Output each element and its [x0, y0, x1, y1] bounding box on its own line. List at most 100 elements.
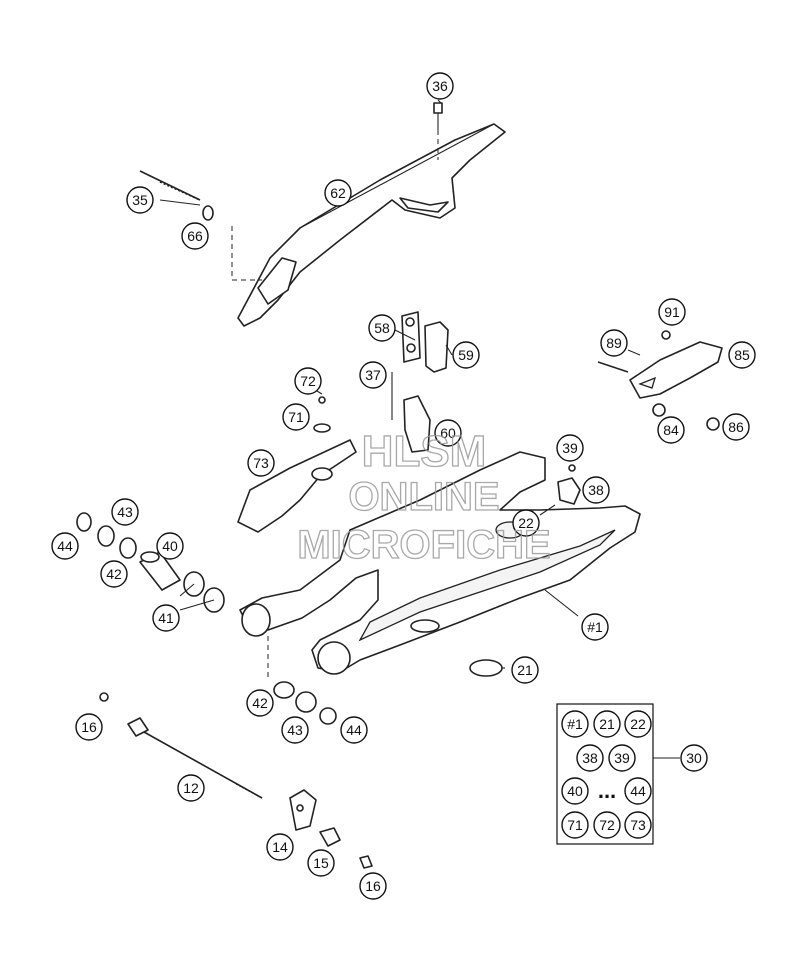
callout-14-31-label: 14 — [272, 839, 288, 855]
nut-16-upper — [99, 692, 109, 702]
callout-43-18-label: 43 — [117, 504, 133, 520]
callout-89-7: 89 — [600, 329, 628, 357]
callout-58-4-label: 58 — [374, 320, 390, 336]
kit-item-hash1: #1 — [561, 710, 589, 738]
callout-16-29-circle — [75, 713, 103, 741]
kit-item-73-circle — [624, 811, 652, 839]
callout-44-19: 44 — [51, 532, 79, 560]
callout-43-27: 43 — [281, 716, 309, 744]
bearing-41 — [183, 571, 225, 613]
callout-44-19-circle — [51, 532, 79, 560]
callout-38-17-label: 38 — [588, 482, 604, 498]
kit-item-22: 22 — [624, 710, 652, 738]
clamp-block-58 — [401, 311, 421, 363]
kit-item-40-circle — [561, 777, 589, 805]
callout-72-11-label: 72 — [300, 373, 316, 389]
callout-85-8-label: 85 — [734, 347, 750, 363]
callout-44-28-circle — [340, 716, 368, 744]
callout-16-29-label: 16 — [81, 719, 97, 735]
clamp-block-59 — [424, 321, 449, 373]
callout-84-9: 84 — [657, 416, 685, 444]
callout-43-27-label: 43 — [287, 722, 303, 738]
callout-62-2: 62 — [324, 179, 352, 207]
callout-14-31-circle — [266, 833, 294, 861]
callout-22-21: 22 — [512, 509, 540, 537]
kit-item-40-label: 40 — [567, 783, 583, 799]
kit-item-38-label: 38 — [582, 750, 598, 766]
callout-66-3: 66 — [181, 222, 209, 250]
callout-36-0-circle — [426, 72, 454, 100]
kit-item-44-label: 44 — [630, 783, 646, 799]
callout-60-14-label: 60 — [440, 425, 456, 441]
callout-hash1-24-label: #1 — [587, 619, 603, 635]
screw-36 — [433, 102, 443, 130]
washer-66 — [202, 205, 214, 221]
callout-66-3-label: 66 — [187, 228, 203, 244]
callout-44-28-label: 44 — [346, 722, 362, 738]
callout-37-12: 37 — [359, 361, 387, 389]
callout-16-33: 16 — [359, 872, 387, 900]
kit-item-72-circle — [593, 811, 621, 839]
kit-item-22-label: 22 — [630, 716, 646, 732]
screw-39 — [568, 464, 576, 472]
callout-86-10-label: 86 — [728, 419, 744, 435]
callout-39-16-circle — [556, 434, 584, 462]
kit-item-72-label: 72 — [599, 817, 615, 833]
callout-73-15-label: 73 — [253, 455, 269, 471]
callout-44-19-label: 44 — [57, 538, 73, 554]
callout-40-20-circle — [156, 532, 184, 560]
callout-30-34: 30 — [680, 744, 708, 772]
watermark: HLSM ONLINE MICROFICHE — [297, 426, 552, 567]
callout-15-32-label: 15 — [313, 855, 329, 871]
chain-slider-85 — [629, 341, 723, 399]
kit-item-73: 73 — [624, 811, 652, 839]
callout-43-18: 43 — [111, 498, 139, 526]
kit-legend-ellipsis: ... — [598, 778, 616, 803]
callout-37-12-label: 37 — [365, 367, 381, 383]
callout-21-25-circle — [511, 656, 539, 684]
callout-41-23: 41 — [152, 604, 180, 632]
callout-59-5-label: 59 — [458, 347, 474, 363]
chain-slide-73 — [237, 439, 357, 533]
callout-71-13: 71 — [282, 403, 310, 431]
kit-item-40: 40 — [561, 777, 589, 805]
callout-35-1-circle — [126, 186, 154, 214]
cap-16-lower — [359, 855, 373, 869]
chain-guard-part — [237, 123, 506, 327]
pivot-bolt-12 — [127, 717, 263, 799]
kit-item-hash1-label: #1 — [567, 716, 583, 732]
kit-item-73-label: 73 — [630, 817, 646, 833]
nut-91 — [661, 330, 671, 340]
callout-41-23-circle — [152, 604, 180, 632]
callout-16-33-label: 16 — [365, 878, 381, 894]
callout-12-30: 12 — [177, 774, 205, 802]
callout-62-2-label: 62 — [330, 185, 346, 201]
swingarm-part — [239, 451, 641, 675]
callout-84-9-circle — [657, 416, 685, 444]
callout-43-27-circle — [281, 716, 309, 744]
bearing-43-left — [97, 525, 115, 547]
nut-84 — [652, 403, 666, 417]
callout-12-30-circle — [177, 774, 205, 802]
callout-86-10-circle — [722, 413, 750, 441]
kit-item-44-circle — [624, 777, 652, 805]
kit-item-39-label: 39 — [614, 750, 630, 766]
callout-86-10: 86 — [722, 413, 750, 441]
bearing-43-lower — [295, 691, 317, 713]
callout-39-16-label: 39 — [562, 440, 578, 456]
callout-85-8: 85 — [728, 341, 756, 369]
kit-item-22-circle — [624, 710, 652, 738]
watermark-line-3: MICROFICHE — [297, 523, 550, 567]
callout-43-18-circle — [111, 498, 139, 526]
kit-item-21: 21 — [593, 710, 621, 738]
callout-12-30-label: 12 — [183, 780, 199, 796]
callout-91-6: 91 — [658, 298, 686, 326]
kit-item-72: 72 — [593, 811, 621, 839]
callout-37-12-circle — [359, 361, 387, 389]
callout-58-4-circle — [368, 314, 396, 342]
callout-42-26-label: 42 — [252, 695, 268, 711]
callout-15-32: 15 — [307, 849, 335, 877]
callout-73-15: 73 — [247, 449, 275, 477]
callout-42-26: 42 — [246, 689, 274, 717]
